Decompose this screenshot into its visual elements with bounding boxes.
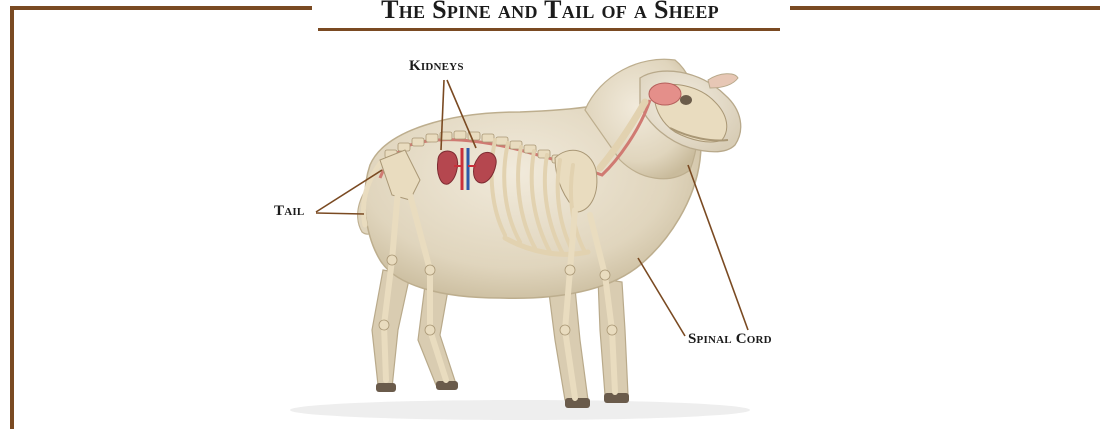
eye-socket bbox=[680, 95, 692, 105]
label-tail: Tail bbox=[274, 203, 304, 220]
label-kidneys: Kidneys bbox=[409, 58, 464, 75]
ground-shadow bbox=[290, 400, 750, 420]
label-spinal-cord: Spinal Cord bbox=[688, 331, 772, 348]
brain bbox=[649, 83, 681, 105]
sheep-ear bbox=[708, 74, 738, 88]
